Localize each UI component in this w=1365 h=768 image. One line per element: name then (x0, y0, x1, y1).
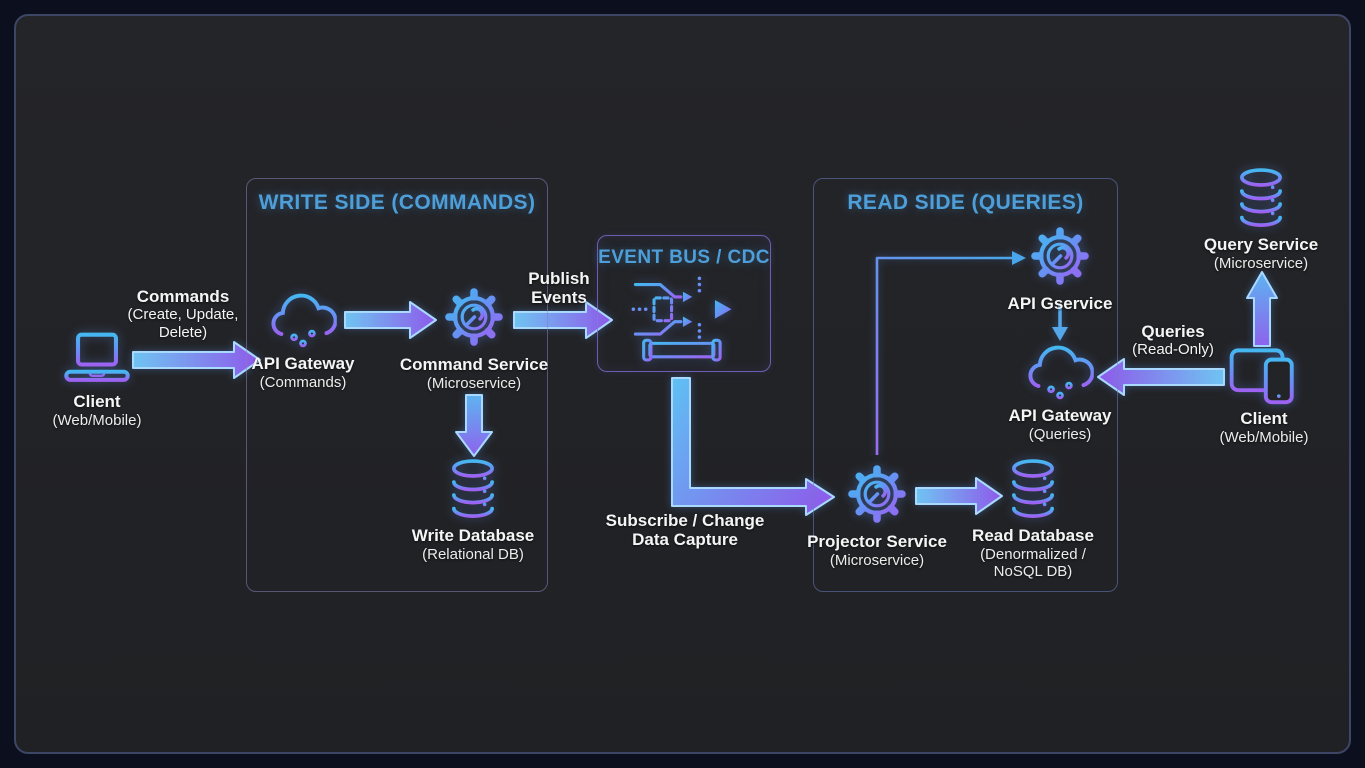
edge-label-sub: Delete) (158, 323, 208, 341)
gear-service-icon (843, 460, 911, 528)
node-projector-service: Projector Service (Microservice) (792, 460, 962, 569)
node-label: API Gateway (251, 354, 355, 373)
edge-label-sub: (Read-Only) (1132, 341, 1214, 359)
database-icon (1233, 167, 1289, 231)
node-client-right: Client (Web/Mobile) (1189, 342, 1339, 446)
node-sublabel: (Microservice) (1213, 254, 1309, 272)
edge-label-title: Subscribe / Change (605, 511, 765, 530)
node-label: Client (1240, 409, 1288, 428)
edge-label-title: Publish (528, 269, 590, 288)
edge-label-title: Data Capture (632, 530, 738, 550)
node-sublabel: (Denormalized / (980, 545, 1086, 563)
cloud-gateway-icon (1026, 340, 1094, 402)
node-command-service: Command Service (Microservice) (399, 283, 549, 392)
diagram-panel (14, 14, 1351, 754)
node-api-gservice: API Gservice (985, 222, 1135, 314)
database-icon (445, 458, 501, 522)
edge-label-sub: (Create, Update, (127, 306, 239, 324)
node-read-database: Read Database (Denormalized / NoSQL DB) (958, 458, 1108, 580)
node-sublabel: (Commands) (259, 373, 347, 391)
edge-label-publish-events: Publish Events (509, 269, 609, 307)
read-side-group: READ SIDE (QUERIES) (813, 178, 1118, 592)
node-label: Write Database (411, 526, 535, 545)
edge-label-commands: Commands (Create, Update, Delete) (103, 287, 263, 341)
database-icon (1005, 458, 1061, 522)
node-sublabel: (Web/Mobile) (52, 411, 142, 429)
edge-label-title: Queries (1141, 322, 1205, 341)
node-event-bus-icon (627, 268, 743, 363)
node-label: Command Service (399, 355, 549, 374)
read-side-title: READ SIDE (QUERIES) (847, 191, 1084, 214)
node-label: Client (73, 392, 121, 411)
node-sublabel: (Web/Mobile) (1219, 428, 1309, 446)
node-sublabel: (Relational DB) (422, 545, 524, 563)
tablet-phone-icon (1227, 342, 1301, 405)
node-label: Read Database (972, 526, 1094, 545)
event-stream-pipeline-icon (627, 268, 743, 363)
node-sublabel: (Queries) (1028, 425, 1092, 443)
node-api-gateway-queries: API Gateway (Queries) (985, 340, 1135, 443)
node-label: API Gateway (1008, 406, 1112, 425)
node-api-gateway-commands: API Gateway (Commands) (228, 288, 378, 391)
node-sublabel: NoSQL DB) (993, 562, 1073, 580)
gear-service-icon (440, 283, 508, 351)
node-write-database: Write Database (Relational DB) (398, 458, 548, 563)
event-bus-group: EVENT BUS / CDC (597, 235, 771, 372)
node-label: Projector Service (807, 532, 947, 551)
edge-label-title: Events (531, 288, 587, 308)
node-label: API Gservice (1007, 294, 1113, 313)
gear-service-icon (1026, 222, 1094, 290)
edge-label-title: Commands (136, 287, 230, 306)
node-sublabel: (Microservice) (829, 551, 925, 569)
node-sublabel: (Microservice) (426, 374, 522, 392)
write-side-title: WRITE SIDE (COMMANDS) (258, 191, 536, 214)
edge-label-subscribe-cdc: Subscribe / Change Data Capture (590, 511, 780, 549)
node-label: Query Service (1203, 235, 1319, 254)
node-client-left: Client (Web/Mobile) (22, 332, 172, 429)
node-query-service: Query Service (Microservice) (1186, 167, 1336, 272)
edge-label-queries: Queries (Read-Only) (1118, 322, 1228, 359)
event-bus-title: EVENT BUS / CDC (598, 247, 770, 268)
write-side-group: WRITE SIDE (COMMANDS) (246, 178, 548, 592)
cloud-gateway-icon (269, 288, 337, 350)
